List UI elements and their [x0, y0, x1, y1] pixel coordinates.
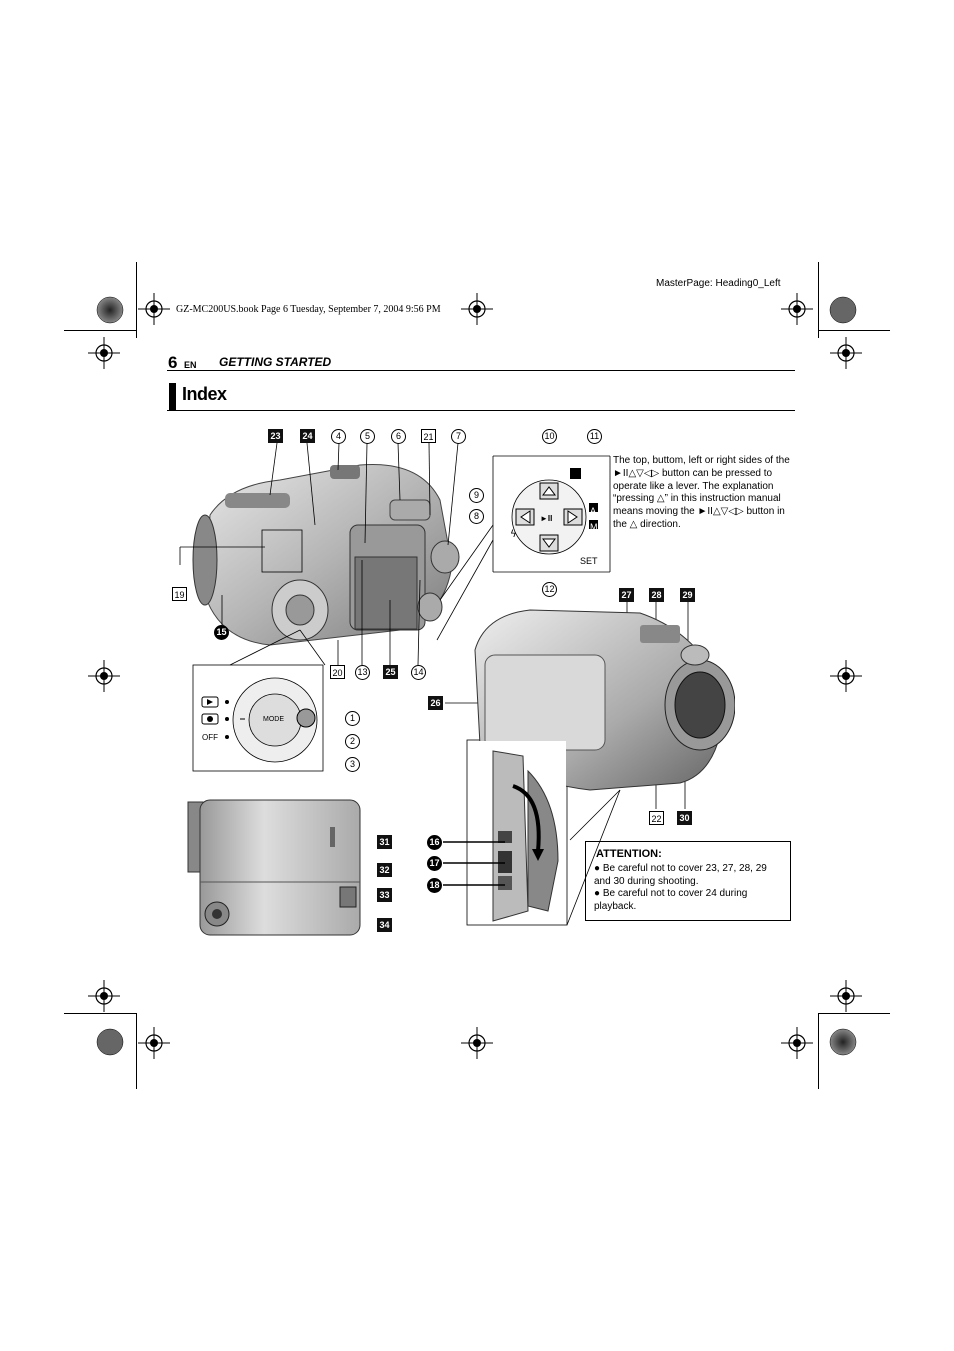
callout-1: 1	[345, 711, 360, 726]
callout-7: 7	[451, 429, 466, 444]
callout-6: 6	[391, 429, 406, 444]
attention-title: ATTENTION:	[596, 848, 662, 860]
callout-32: 32	[377, 863, 392, 877]
page-number: 6	[168, 353, 178, 372]
callout-22: 22	[649, 811, 664, 825]
note-text: The top, buttom, left or right sides of …	[613, 455, 790, 530]
callout-8: 8	[469, 509, 484, 524]
callout-29: 29	[680, 588, 695, 602]
callout-19: 19	[172, 587, 187, 601]
set-label: SET	[580, 556, 598, 566]
attention-box: ATTENTION: ● Be careful not to cover 23,…	[585, 841, 791, 921]
callout-10: 10	[542, 429, 557, 444]
camcorder-bottom-illustration	[187, 799, 361, 936]
callout-24: 24	[300, 429, 315, 443]
attention-item-1: ● Be careful not to cover 23, 27, 28, 29…	[594, 863, 767, 887]
callout-21: 21	[421, 429, 436, 443]
mode-dial-illustration	[201, 677, 318, 763]
callout-15: 15	[214, 625, 229, 640]
masterpage-label: MasterPage: Heading0_Left	[656, 278, 781, 289]
title-bar	[169, 383, 176, 410]
page-title: Index	[182, 384, 227, 404]
attention-item-2-text: Be careful not to cover 24 during playba…	[594, 888, 748, 912]
attention-item-1-text: Be careful not to cover 23, 27, 28, 29 a…	[594, 863, 767, 887]
callout-3: 3	[345, 757, 360, 772]
callout-9: 9	[469, 488, 484, 503]
off-label: OFF	[202, 733, 218, 742]
callout-5: 5	[360, 429, 375, 444]
callout-14: 14	[411, 665, 426, 680]
callout-34: 34	[377, 918, 392, 932]
camcorder-front-illustration	[192, 463, 460, 646]
callout-25: 25	[383, 665, 398, 679]
callout-18: 18	[427, 878, 442, 893]
callout-23: 23	[268, 429, 283, 443]
callout-12: 12	[542, 582, 557, 597]
callout-11: 11	[587, 429, 602, 444]
jack-cover-illustration	[468, 741, 566, 924]
svg-text:►II: ►II	[540, 514, 552, 523]
header-rule	[167, 370, 795, 371]
control-pad-illustration: ►II ϟ	[510, 468, 598, 555]
callout-33: 33	[377, 888, 392, 902]
section-title: GETTING STARTED	[219, 355, 332, 369]
attention-item-2: ● Be careful not to cover 24 during play…	[594, 888, 748, 912]
a-label: A	[590, 506, 597, 516]
callout-17: 17	[427, 856, 442, 871]
callout-2: 2	[345, 734, 360, 749]
callout-20: 20	[330, 665, 345, 679]
m-label: M	[590, 522, 598, 532]
book-info: GZ-MC200US.book Page 6 Tuesday, Septembe…	[176, 304, 441, 315]
callout-16: 16	[427, 835, 442, 850]
callout-27: 27	[619, 588, 634, 602]
callout-28: 28	[649, 588, 664, 602]
callout-31: 31	[377, 835, 392, 849]
svg-text:ϟ: ϟ	[510, 529, 517, 540]
page-lang: EN	[184, 360, 197, 370]
callout-26: 26	[428, 696, 443, 710]
callout-4: 4	[331, 429, 346, 444]
mode-label: MODE	[263, 716, 284, 723]
callout-30: 30	[677, 811, 692, 825]
title-rule	[167, 410, 795, 411]
callout-13: 13	[355, 665, 370, 680]
